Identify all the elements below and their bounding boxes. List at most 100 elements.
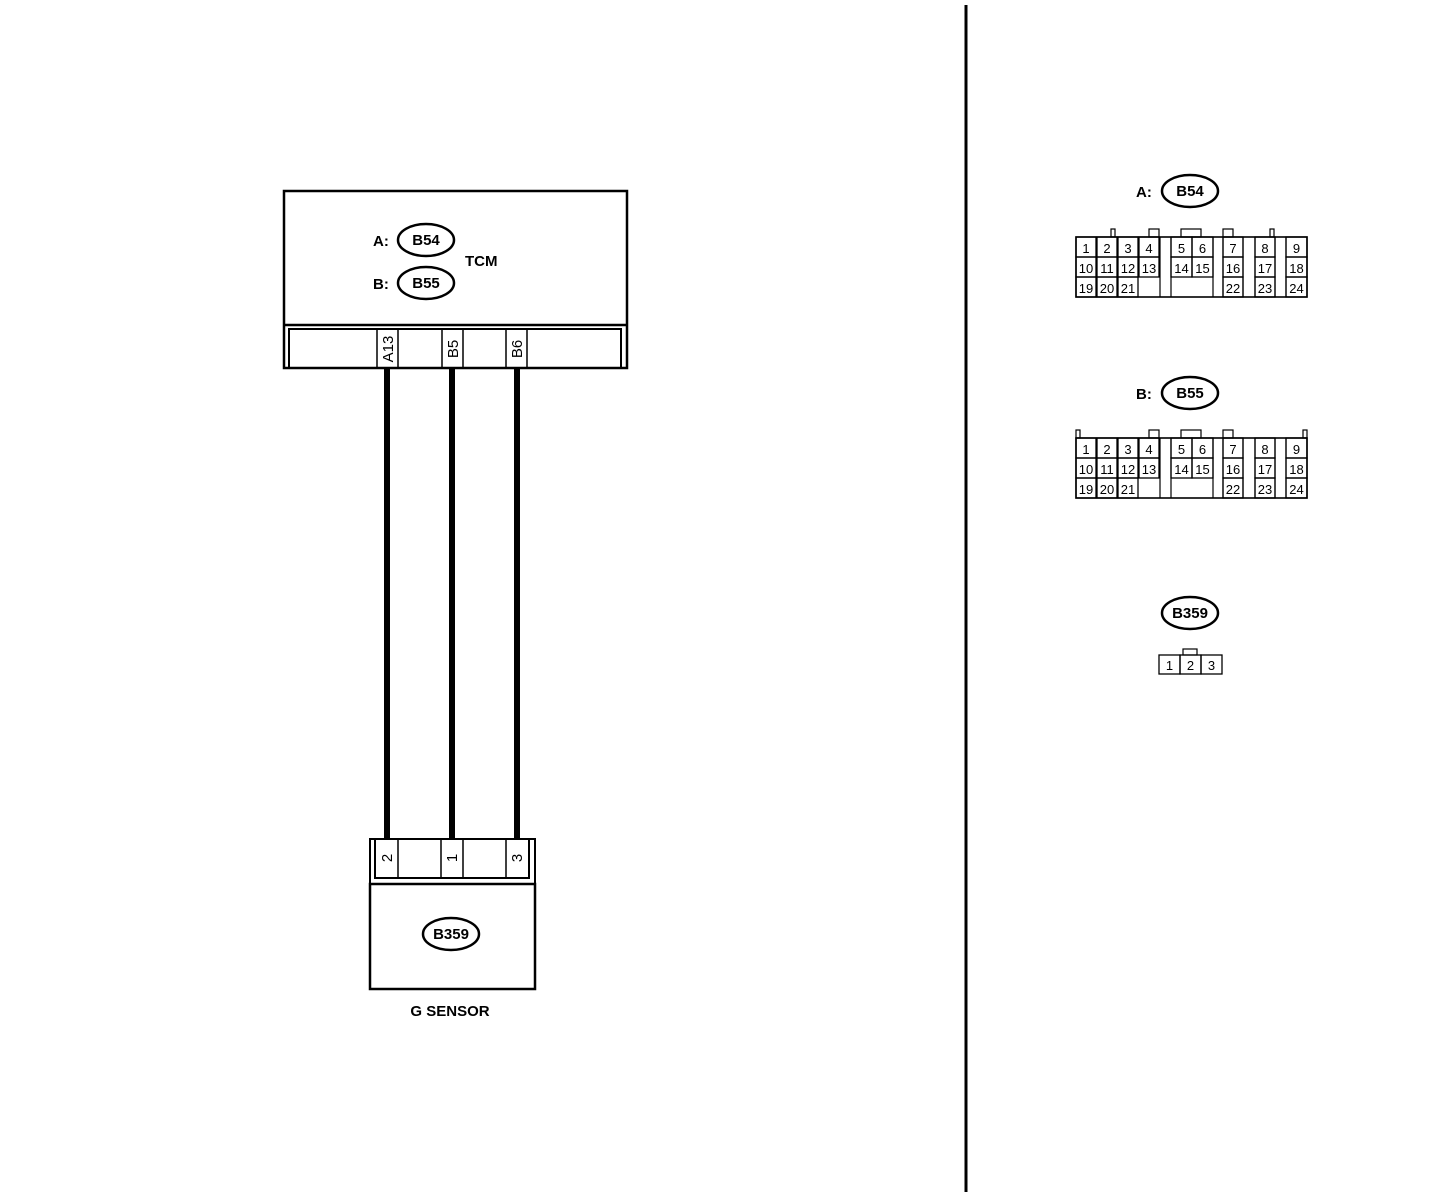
pin-number: 17 <box>1258 462 1272 477</box>
pin-number: 3 <box>1124 442 1131 457</box>
pin-number: 1 <box>1082 442 1089 457</box>
g-sensor-body <box>368 882 537 991</box>
pin-number: 11 <box>1100 462 1114 477</box>
connector-view-b55-pin-grid: 1 10 2 11 3 12 4 13 5 14 6 15 7 16 8 17 9 18 19 20 21 22 23 24 <box>1075 429 1308 499</box>
connector-view-b54-pin-grid: 1 10 2 11 3 12 4 13 5 14 6 15 7 16 8 17 9 18 19 20 21 22 23 24 <box>1075 228 1308 298</box>
pin-number: 4 <box>1145 442 1152 457</box>
pin-number: 9 <box>1293 442 1300 457</box>
pin-number: 2 <box>1103 241 1110 256</box>
g-sensor-unit: 2 1 3 B359 G SENSOR <box>368 838 537 1020</box>
g-sensor-pin-strip <box>374 838 530 879</box>
pin-number: 23 <box>1258 482 1272 497</box>
pin-number: 16 <box>1226 462 1240 477</box>
connector-view-b55-prefix: B: <box>1136 386 1152 403</box>
latch-tab <box>1110 228 1116 238</box>
tcm-title: TCM <box>465 253 498 270</box>
pin-cell <box>1117 477 1139 499</box>
harness-wires <box>384 368 520 839</box>
pin-number: 21 <box>1121 482 1135 497</box>
pin-number: 19 <box>1079 281 1093 296</box>
connector-view-b359-code: B359 <box>1172 605 1208 622</box>
latch-tab <box>1180 429 1202 439</box>
g-sensor-pin-1: 1 <box>444 854 461 862</box>
pin-number: 8 <box>1261 442 1268 457</box>
pin-number: 14 <box>1174 462 1188 477</box>
pin-number: 1 <box>1082 241 1089 256</box>
pin-number: 1 <box>1166 658 1173 673</box>
pin-number: 19 <box>1079 482 1093 497</box>
latch-tab <box>1269 228 1275 238</box>
pin-cell <box>1200 654 1223 675</box>
latch-tab <box>1075 429 1081 439</box>
tcm-connector-a-code: B54 <box>412 232 440 249</box>
pin-number: 20 <box>1100 482 1114 497</box>
pin-number: 10 <box>1079 261 1093 276</box>
g-sensor-code: B359 <box>433 926 469 943</box>
tcm-connector-b-prefix: B: <box>373 276 389 293</box>
g-sensor-code-badge <box>421 916 481 952</box>
pin-number: 11 <box>1100 261 1114 276</box>
pin-number: 9 <box>1293 241 1300 256</box>
tcm-pin-b5: B5 <box>445 340 462 358</box>
pin-number: 6 <box>1199 241 1206 256</box>
pin-number: 5 <box>1178 442 1185 457</box>
g-sensor-pin-3: 3 <box>509 854 526 862</box>
pin-number: 3 <box>1124 241 1131 256</box>
latch-tab <box>1222 429 1234 439</box>
connector-view-b55-code: B55 <box>1176 385 1204 402</box>
pin-number: 2 <box>1187 658 1194 673</box>
tcm-connector-b-code: B55 <box>412 275 440 292</box>
pin-number: 7 <box>1229 442 1236 457</box>
pin-number: 13 <box>1142 261 1156 276</box>
tcm-connector-a-badge <box>396 222 456 258</box>
pin-number: 8 <box>1261 241 1268 256</box>
pin-number: 10 <box>1079 462 1093 477</box>
tcm-connector-b-badge <box>396 265 456 301</box>
pin-number: 18 <box>1289 462 1303 477</box>
latch-tab <box>1302 429 1308 439</box>
pin-number: 24 <box>1289 281 1303 296</box>
pin-number: 2 <box>1103 442 1110 457</box>
pin-number: 12 <box>1121 462 1135 477</box>
pin-number: 14 <box>1174 261 1188 276</box>
pin-number: 6 <box>1199 442 1206 457</box>
latch-tab <box>1222 228 1234 238</box>
connector-view-b55-badge <box>1160 375 1220 411</box>
pin-number: 20 <box>1100 281 1114 296</box>
pin-number: 4 <box>1145 241 1152 256</box>
pin-number: 22 <box>1226 482 1240 497</box>
pin-number: 24 <box>1289 482 1303 497</box>
latch-tab <box>1180 228 1202 238</box>
pin-number: 5 <box>1178 241 1185 256</box>
connector-view-b54-code: B54 <box>1176 183 1204 200</box>
pin-number: 22 <box>1226 281 1240 296</box>
pin-number: 3 <box>1208 658 1215 673</box>
latch-tab <box>1148 429 1160 439</box>
pin-number: 15 <box>1195 261 1209 276</box>
connector-view-b359-badge <box>1160 595 1220 631</box>
pin-number: 7 <box>1229 241 1236 256</box>
pin-cell <box>1138 256 1160 278</box>
pin-number: 13 <box>1142 462 1156 477</box>
connector-view-b54-badge <box>1160 173 1220 209</box>
pin-cell <box>1075 276 1097 298</box>
pin-number: 12 <box>1121 261 1135 276</box>
connector-view-b55: B: B55 1 10 2 11 3 12 4 13 5 14 6 15 7 16 8 17 9 18 19 20 21… <box>1075 375 1308 499</box>
pin-number: 18 <box>1289 261 1303 276</box>
latch-tab <box>1182 648 1198 656</box>
pin-number: 15 <box>1195 462 1209 477</box>
tcm-pin-a13: A13 <box>380 336 397 363</box>
pin-cell <box>1096 477 1118 499</box>
pin-number: 16 <box>1226 261 1240 276</box>
pin-cell <box>1075 477 1097 499</box>
pin-number: 17 <box>1258 261 1272 276</box>
tcm-connector-a-prefix: A: <box>373 233 389 250</box>
g-sensor-pin-2: 2 <box>379 854 396 862</box>
g-sensor-title: G SENSOR <box>410 1003 489 1020</box>
pin-number: 23 <box>1258 281 1272 296</box>
pin-number: 21 <box>1121 281 1135 296</box>
